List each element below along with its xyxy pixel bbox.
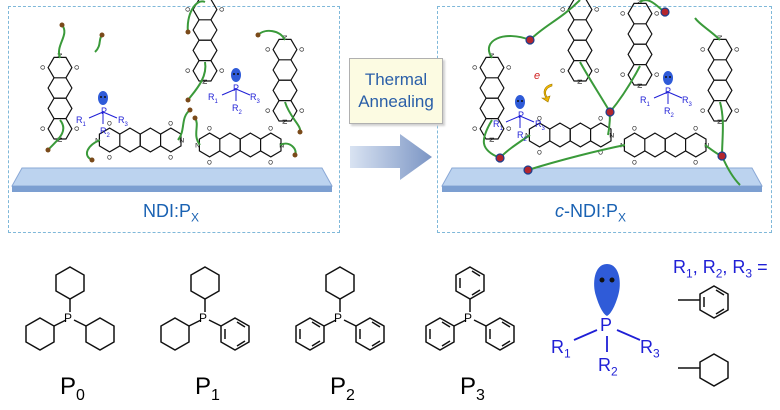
right-panel-label: c-NDI:PX xyxy=(555,201,627,225)
phosphine-icon-right-2 xyxy=(653,71,683,104)
small-phosphine-left-1: P R1 R3 R2 xyxy=(76,106,128,139)
small-phosphine-right-2: P R1 R3 R2 xyxy=(640,86,692,119)
phosphine-icon-right-1 xyxy=(505,95,535,128)
svg-text:P: P xyxy=(334,311,342,325)
generic-r3: R3 xyxy=(640,337,660,361)
generic-r1: R1 xyxy=(551,337,571,361)
process-line-1: Thermal xyxy=(364,70,428,89)
phosphine-label-p2: P2 xyxy=(330,373,355,404)
svg-text:P: P xyxy=(464,311,472,325)
generic-r2: R2 xyxy=(598,355,618,379)
lone-pair-icon xyxy=(594,264,620,316)
phosphine-p0-structure: P xyxy=(25,266,115,351)
r-definition: R1, R2, R3 = xyxy=(673,257,768,281)
svg-text:P: P xyxy=(64,311,72,325)
phosphine-icon-left-2 xyxy=(221,68,251,101)
phosphine-p3-structure: P xyxy=(425,266,515,351)
phenyl-substituent-icon xyxy=(678,285,729,319)
svg-text:P: P xyxy=(199,311,207,325)
electron-label: e xyxy=(534,70,541,82)
electron-transfer-arrow-icon xyxy=(541,83,553,103)
process-arrow-icon xyxy=(350,134,432,180)
small-phosphine-right-1: P R1 R3 R2 xyxy=(493,110,545,143)
small-phosphine-left-2: P R1 R3 R2 xyxy=(208,83,260,116)
left-panel-label: NDI:PX xyxy=(143,201,200,225)
generic-p: P xyxy=(600,315,613,335)
phosphine-label-p0: P0 xyxy=(60,373,85,404)
phosphine-p2-structure: P xyxy=(295,266,385,351)
phosphine-label-p1: P1 xyxy=(195,373,220,404)
thermal-annealing-box: Thermal Annealing xyxy=(349,58,443,124)
phosphine-label-p3: P3 xyxy=(460,373,485,404)
process-line-2: Annealing xyxy=(358,92,434,111)
phosphine-icon-left-1 xyxy=(88,91,118,124)
phosphine-p1-structure: P xyxy=(160,266,250,351)
cyclohexyl-substituent-icon xyxy=(678,353,729,387)
